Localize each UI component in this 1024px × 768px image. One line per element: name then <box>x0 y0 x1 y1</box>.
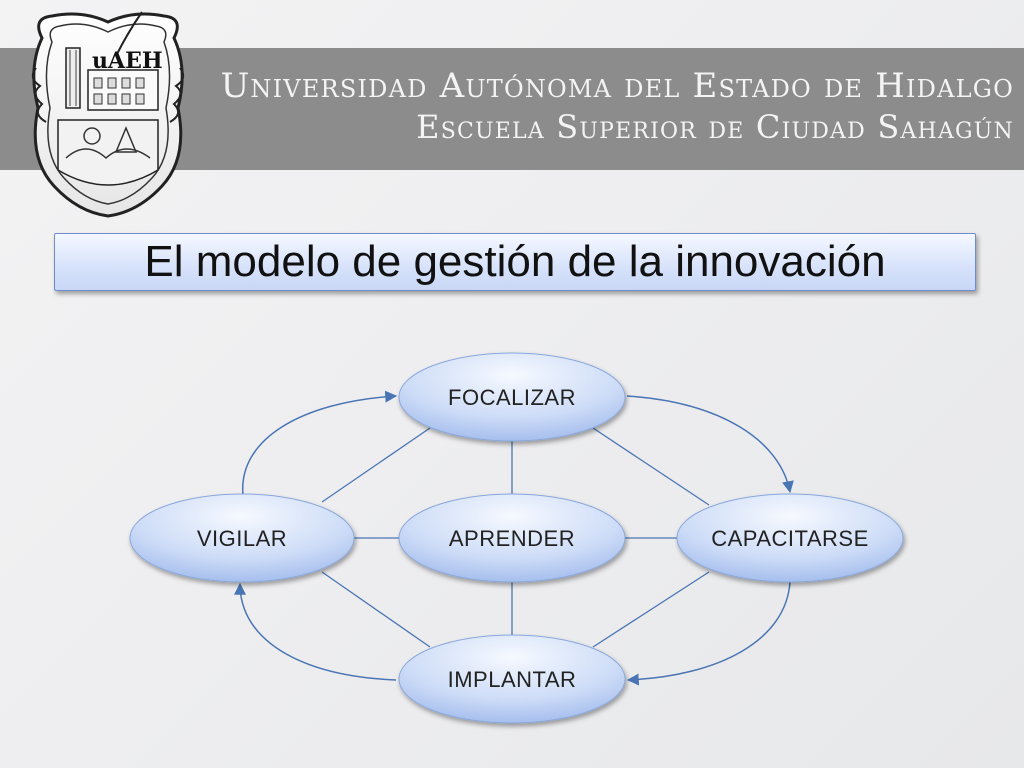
node-capacitarse <box>676 493 904 583</box>
title-box: El modelo de gestión de la innovación <box>54 233 976 291</box>
connector-capacitarse-implantar <box>592 571 710 648</box>
node-focalizar <box>398 352 626 442</box>
university-seal-logo: uAEH <box>31 11 185 218</box>
university-name: Universidad Autónoma del Estado de Hidal… <box>220 66 1014 106</box>
node-aprender-label: APRENDER <box>449 526 575 551</box>
connector-vigilar-focalizar <box>321 427 431 503</box>
arrow-implantar-to-vigilar <box>234 582 397 681</box>
school-name: Escuela Superior de Ciudad Sahagún <box>416 108 1014 146</box>
arrow-capacitarse-to-implantar <box>626 581 791 686</box>
seal-logo-text: uAEH <box>92 48 163 74</box>
node-aprender <box>398 493 626 583</box>
arrow-vigilar-to-focalizar <box>242 390 398 496</box>
node-focalizar-label: FOCALIZAR <box>448 385 576 410</box>
slide-title: El modelo de gestión de la innovación <box>144 237 886 286</box>
connector-focalizar-capacitarse <box>592 427 710 506</box>
connector-vigilar-implantar <box>321 571 431 648</box>
node-implantar <box>398 634 626 724</box>
node-capacitarse-label: CAPACITARSE <box>711 526 869 551</box>
arrow-focalizar-to-capacitarse <box>626 395 794 494</box>
node-implantar-label: IMPLANTAR <box>448 667 577 692</box>
node-vigilar-label: VIGILAR <box>197 526 287 551</box>
node-vigilar <box>129 493 355 583</box>
